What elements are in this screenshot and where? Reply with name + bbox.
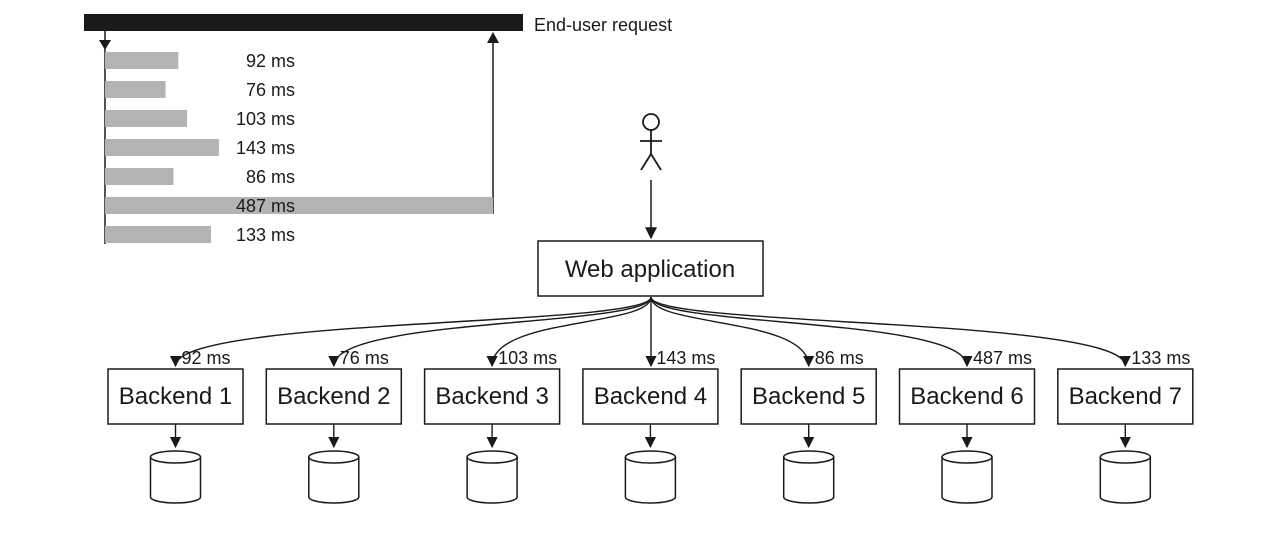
backend-name-label: Backend 1 bbox=[119, 383, 232, 410]
backend-box bbox=[107, 368, 244, 425]
timeline-bar bbox=[105, 168, 174, 185]
backend-name-label: Backend 4 bbox=[594, 383, 707, 410]
backend-name-label: Backend 7 bbox=[1069, 383, 1182, 410]
backend-box bbox=[898, 368, 1036, 425]
database-cylinder-icon bbox=[1099, 450, 1152, 504]
request-arrow bbox=[650, 296, 973, 368]
database-cylinder-icon bbox=[149, 450, 202, 504]
timeline-bar bbox=[105, 197, 493, 214]
backend-node: 92 ms Backend 1 bbox=[107, 296, 652, 504]
database-cylinder-icon bbox=[466, 450, 518, 504]
backend-node: 76 ms Backend 2 bbox=[265, 296, 652, 504]
backend-box bbox=[423, 368, 561, 425]
backend-latency-label: 76 ms bbox=[340, 348, 389, 368]
backend-node: 143 ms Backend 4 bbox=[582, 297, 719, 504]
backend-node: 133 ms Backend 7 bbox=[650, 296, 1194, 504]
request-arrow bbox=[650, 296, 1131, 368]
backend-name-label: Backend 3 bbox=[435, 383, 548, 410]
backends: 92 ms Backend 1 76 ms Backend 2 103 ms Backen… bbox=[107, 296, 1194, 504]
timeline-bar bbox=[105, 81, 166, 98]
timeline-bar bbox=[105, 226, 211, 243]
timeline-bar-label: 487 ms bbox=[236, 196, 295, 216]
backend-node: 103 ms Backend 3 bbox=[423, 296, 652, 504]
timeline-bar-label: 143 ms bbox=[236, 138, 295, 158]
timeline-bar bbox=[105, 139, 219, 156]
backend-name-label: Backend 2 bbox=[277, 383, 390, 410]
timeline-bar-label: 76 ms bbox=[246, 80, 295, 100]
timeline-bar bbox=[105, 110, 188, 127]
database-cylinder-icon bbox=[308, 450, 360, 504]
timeline-bar bbox=[105, 52, 179, 69]
backend-latency-label: 86 ms bbox=[815, 348, 864, 368]
backend-box bbox=[265, 368, 403, 425]
backend-box bbox=[1057, 368, 1194, 425]
backend-latency-label: 487 ms bbox=[973, 348, 1032, 368]
backend-latency-label: 103 ms bbox=[498, 348, 557, 368]
backend-node: 487 ms Backend 6 bbox=[650, 296, 1036, 504]
backend-node: 86 ms Backend 5 bbox=[650, 296, 877, 504]
user-stick-figure-icon bbox=[640, 113, 662, 171]
timeline-bar-label: 133 ms bbox=[236, 225, 295, 245]
database-cylinder-icon bbox=[941, 450, 993, 504]
backend-latency-label: 143 ms bbox=[656, 348, 715, 368]
request-start-arrow-icon bbox=[99, 40, 111, 50]
database-cylinder-icon bbox=[624, 450, 677, 504]
database-cylinder-icon bbox=[782, 450, 835, 504]
backend-latency-label: 92 ms bbox=[182, 348, 231, 368]
response-end-arrow-icon bbox=[487, 32, 499, 43]
backend-name-label: Backend 5 bbox=[752, 383, 865, 410]
timeline-bars: 92 ms 76 ms 103 ms 143 ms 86 ms 487 ms 133 ms bbox=[105, 51, 493, 245]
end-user-request-label: End-user request bbox=[534, 15, 672, 35]
request-arrow bbox=[169, 296, 652, 368]
web-application-node: Web application bbox=[537, 240, 764, 297]
timeline-bar-label: 86 ms bbox=[246, 167, 295, 187]
timeline-bar-label: 92 ms bbox=[246, 51, 295, 71]
timeline-bar-label: 103 ms bbox=[236, 109, 295, 129]
request-arrow bbox=[486, 296, 652, 368]
request-arrow bbox=[650, 296, 815, 368]
web-application-label: Web application bbox=[565, 256, 735, 283]
request-arrow bbox=[328, 296, 652, 368]
request-timeline: End-user request 92 ms 76 ms 103 ms 143 ms 8… bbox=[84, 14, 672, 245]
backend-latency-label: 133 ms bbox=[1131, 348, 1190, 368]
backend-box bbox=[582, 368, 719, 425]
backend-name-label: Backend 6 bbox=[910, 383, 1023, 410]
end-user-request-bar bbox=[84, 14, 523, 31]
